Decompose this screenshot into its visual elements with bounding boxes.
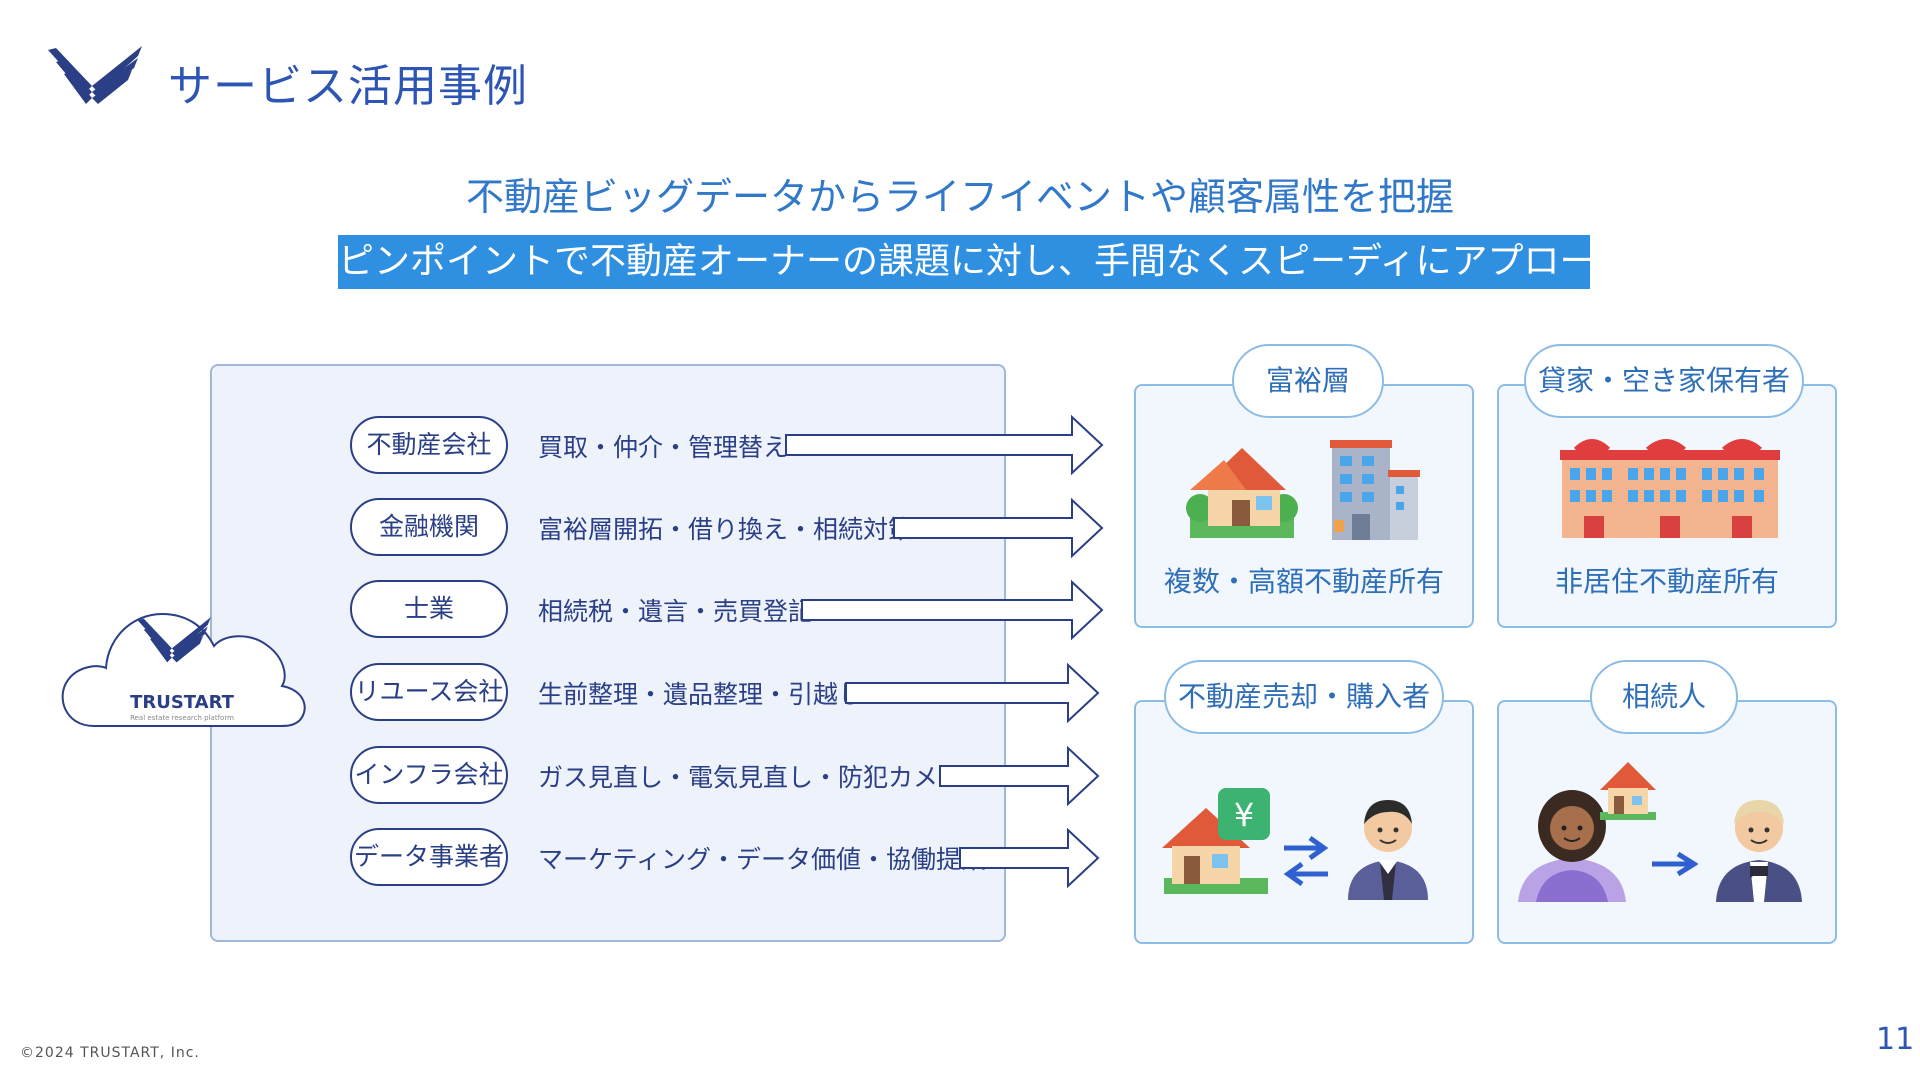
arrow-right-icon <box>1652 851 1698 877</box>
cloud-logo-name: TRUSTART <box>130 692 234 713</box>
office-building-icon <box>1330 440 1420 540</box>
arrow-right-icon <box>801 580 1104 640</box>
house-icon <box>1600 762 1656 820</box>
house-with-garden-icon <box>1186 448 1298 538</box>
trustart-logo-icon <box>48 46 142 104</box>
page-title: サービス活用事例 <box>168 61 528 112</box>
arrow-right-icon <box>893 498 1104 558</box>
row-label: 金融機関 <box>350 498 508 556</box>
segment-caption-landlord: 非居住不動産所有 <box>1554 565 1779 598</box>
businessman-icon <box>1348 800 1428 900</box>
arrow-right-icon <box>939 746 1100 806</box>
arrow-right-icon <box>959 828 1100 888</box>
row-text: 相続税・遺言・売買登記 <box>538 597 814 626</box>
row-label: インフラ会社 <box>350 746 508 804</box>
segment-tag-buyer-seller: 不動産売却・購入者 <box>1164 660 1444 734</box>
segment-tag-landlord: 貸家・空き家保有者 <box>1524 344 1804 418</box>
subheadline-banner: ピンポイントで不動産オーナーの課題に対し、手間なくスピーディにアプローチ可能 <box>338 235 1703 289</box>
house-yen-icon: ¥ <box>1162 788 1270 894</box>
apartment-building-icon <box>1560 439 1780 538</box>
trustart-cloud-icon <box>61 612 306 727</box>
arrow-right-icon <box>845 663 1100 723</box>
cloud-logo-tagline: Real estate research platform <box>130 714 234 722</box>
row-label: 士業 <box>350 580 508 638</box>
row-text: 富裕層開拓・借り換え・相続対策 <box>538 515 914 544</box>
headline: 不動産ビッグデータからライフイベントや顧客属性を把握 <box>465 175 1454 219</box>
segment-tag-heir: 相続人 <box>1590 660 1738 734</box>
man-tuxedo-icon <box>1716 800 1802 902</box>
exchange-arrows-icon <box>1283 835 1329 886</box>
copyright: ©2024 TRUSTART, Inc. <box>20 1045 200 1061</box>
woman-icon <box>1518 790 1626 902</box>
svg-text:¥: ¥ <box>1234 796 1254 834</box>
segment-caption-wealthy: 複数・高額不動産所有 <box>1163 565 1444 598</box>
row-text: 買取・仲介・管理替え <box>538 433 789 462</box>
row-label: リユース会社 <box>350 663 508 721</box>
service-panel <box>210 364 1006 942</box>
row-label: データ事業者 <box>350 828 508 886</box>
row-text: ガス見直し・電気見直し・防犯カメラ <box>538 763 964 792</box>
arrow-right-icon <box>785 415 1104 475</box>
row-text: マーケティング・データ価値・協働提案 <box>538 845 987 874</box>
segment-tag-wealthy: 富裕層 <box>1232 344 1384 418</box>
row-text: 生前整理・遺品整理・引越し <box>538 680 864 709</box>
page-number: 11 <box>1876 1022 1915 1057</box>
row-label: 不動産会社 <box>350 416 508 474</box>
